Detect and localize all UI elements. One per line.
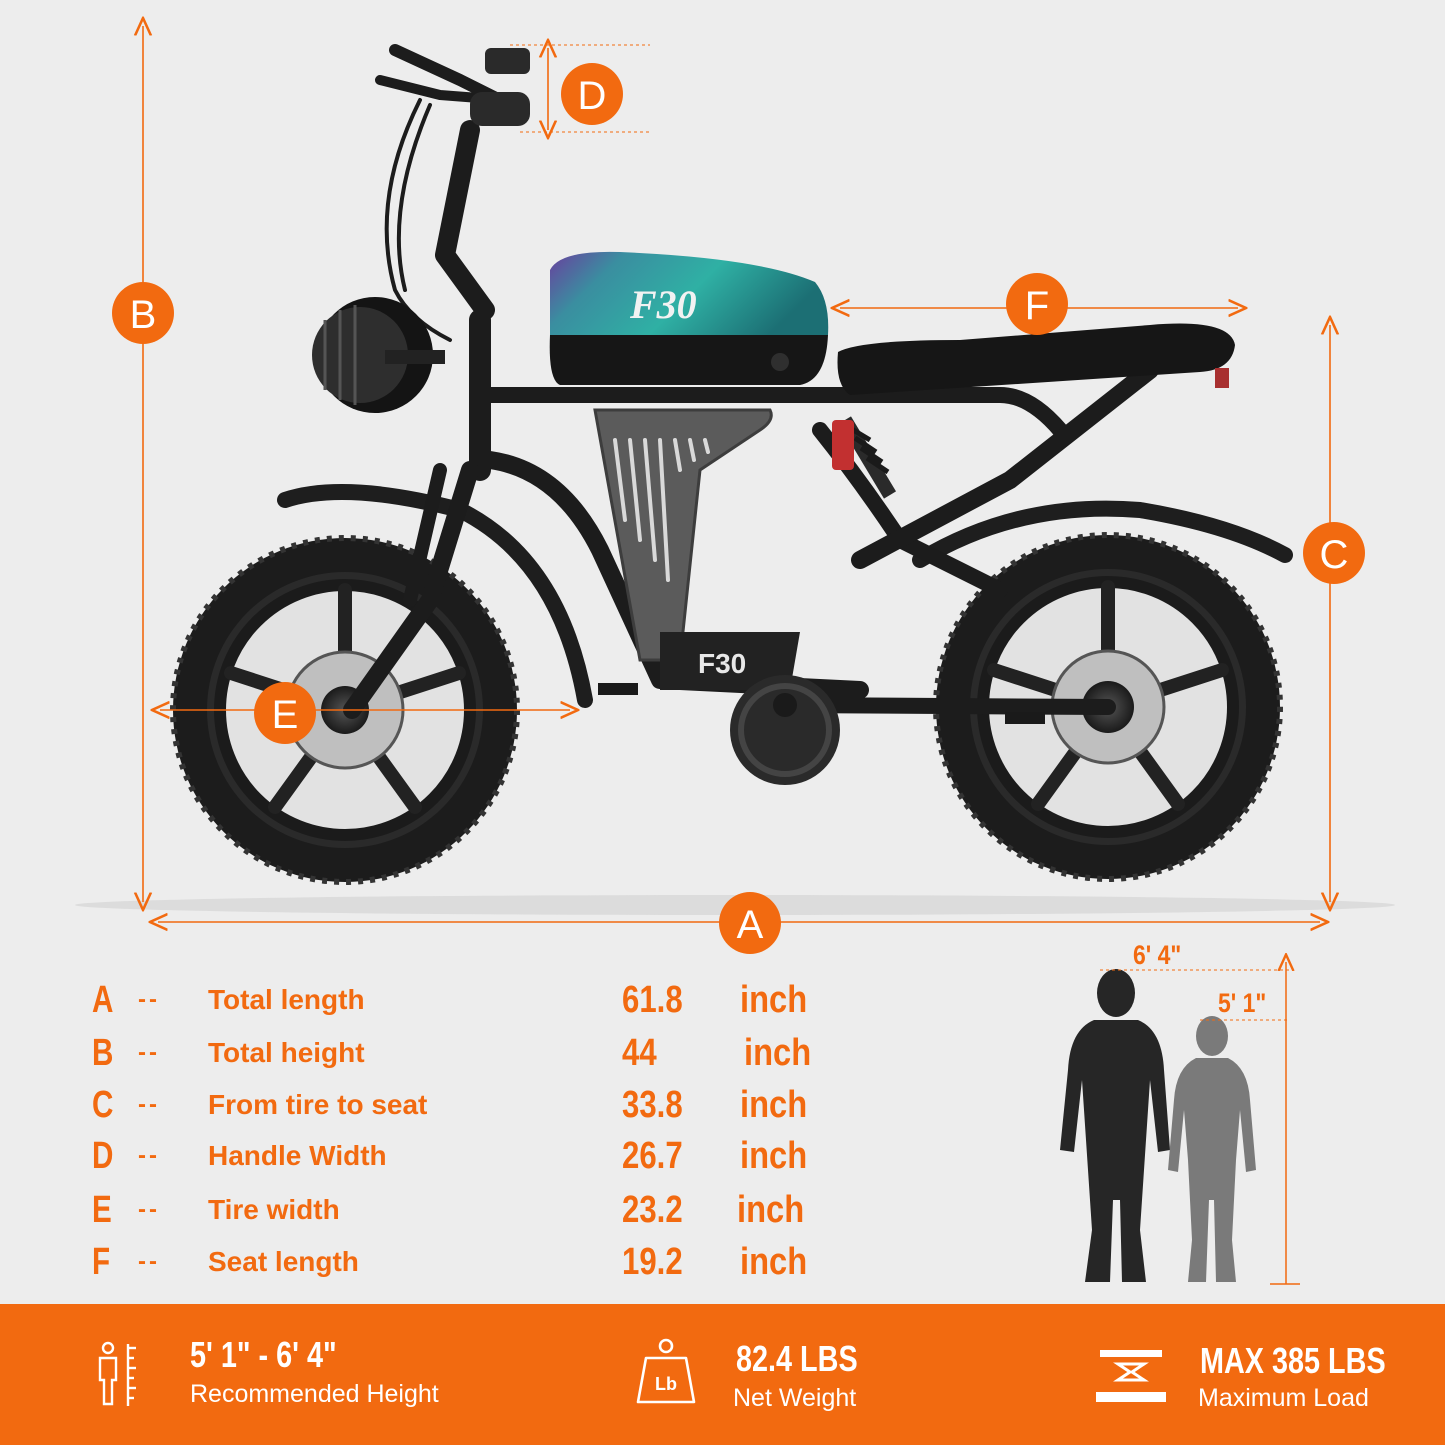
spec-label: From tire to seat: [208, 1089, 428, 1120]
short-height-label: 5' 1": [1218, 988, 1267, 1018]
letter-badge-f: F: [1006, 273, 1068, 335]
spec-label: Seat length: [208, 1246, 359, 1277]
spec-row: A -- Total length 61.8 inch: [0, 974, 1000, 1026]
spec-dash: --: [138, 1196, 160, 1223]
letter-badge-e: E: [254, 682, 316, 744]
spec-dash: --: [138, 1142, 160, 1169]
weight-icon: Lb: [636, 1338, 696, 1404]
spec-letter: A: [92, 979, 114, 1021]
letter-badge-a: A: [719, 892, 781, 954]
net-weight-caption: Net Weight: [733, 1384, 857, 1412]
handlebar-grip: [470, 92, 530, 126]
chainring: [730, 675, 840, 785]
spec-dash: --: [138, 1091, 160, 1118]
tank-logo: F30: [629, 282, 697, 327]
spec-value: 61.8: [622, 979, 683, 1021]
max-load-caption: Maximum Load: [1198, 1384, 1369, 1412]
spec-label: Handle Width: [208, 1140, 387, 1171]
headlight: [312, 297, 445, 413]
spec-value: 23.2: [622, 1189, 683, 1231]
shock-absorber: [832, 416, 897, 499]
frame-logo: F30: [698, 648, 746, 679]
svg-text:Lb: Lb: [655, 1374, 677, 1394]
spec-letter: E: [92, 1189, 112, 1231]
spec-letter: F: [92, 1241, 111, 1283]
feature-bar: 5' 1" - 6' 4" Recommended Height Lb 82.4…: [0, 1304, 1445, 1445]
svg-text:F: F: [1025, 284, 1049, 328]
bike-diagram: F30 F30: [75, 0, 1395, 1285]
feature-height: 5' 1" - 6' 4" Recommended Height: [0, 1304, 480, 1445]
male-rider-silhouette: [1060, 969, 1170, 1282]
battery-cover: [593, 408, 773, 662]
svg-text:B: B: [130, 293, 157, 337]
person-height-icon: [98, 1341, 136, 1406]
spec-unit: inch: [740, 979, 808, 1021]
fuel-tank-battery: F30: [549, 251, 829, 385]
spec-value: 19.2: [622, 1241, 683, 1283]
spec-unit: inch: [740, 1084, 808, 1126]
spec-dash: --: [138, 1248, 160, 1275]
spec-letter: D: [92, 1135, 114, 1177]
feature-load: MAX 385 LBS Maximum Load: [1090, 1304, 1445, 1445]
spec-row: C -- From tire to seat 33.8 inch: [0, 1079, 1000, 1131]
letter-badge-b: B: [112, 282, 174, 344]
spec-value: 33.8: [622, 1084, 683, 1126]
letter-badge-d: D: [561, 63, 623, 125]
spec-unit: inch: [744, 1032, 812, 1074]
spec-row: B -- Total height 44 inch: [0, 1027, 1000, 1079]
net-weight-value: 82.4 LBS: [736, 1338, 858, 1379]
spec-value: 44: [622, 1032, 657, 1074]
load-icon: [1096, 1350, 1166, 1402]
max-load-value: MAX 385 LBS: [1200, 1340, 1386, 1381]
spec-label: Total length: [208, 984, 365, 1015]
feature-weight: Lb 82.4 LBS Net Weight: [620, 1304, 920, 1445]
svg-text:D: D: [578, 74, 607, 118]
spec-unit: inch: [740, 1135, 808, 1177]
spec-unit: inch: [737, 1189, 805, 1231]
spec-row: D -- Handle Width 26.7 inch: [0, 1130, 1000, 1182]
height-range: 5' 1" - 6' 4": [190, 1334, 337, 1375]
seat: [837, 323, 1235, 395]
spec-row: F -- Seat length 19.2 inch: [0, 1236, 1000, 1288]
female-rider-silhouette: [1168, 1016, 1256, 1282]
spec-dash: --: [138, 1039, 160, 1066]
tall-height-label: 6' 4": [1133, 940, 1182, 970]
spec-value: 26.7: [622, 1135, 683, 1177]
spec-unit: inch: [740, 1241, 808, 1283]
spec-row: E -- Tire width 23.2 inch: [0, 1184, 1000, 1236]
spec-letter: B: [92, 1032, 114, 1074]
height-caption: Recommended Height: [190, 1380, 439, 1408]
spec-label: Tire width: [208, 1194, 340, 1225]
spec-label: Total height: [208, 1037, 365, 1068]
spec-dash: --: [138, 986, 160, 1013]
svg-text:C: C: [1320, 533, 1349, 577]
letter-badge-c: C: [1303, 522, 1365, 584]
svg-text:A: A: [737, 903, 764, 947]
spec-letter: C: [92, 1084, 114, 1126]
svg-text:E: E: [272, 693, 299, 737]
